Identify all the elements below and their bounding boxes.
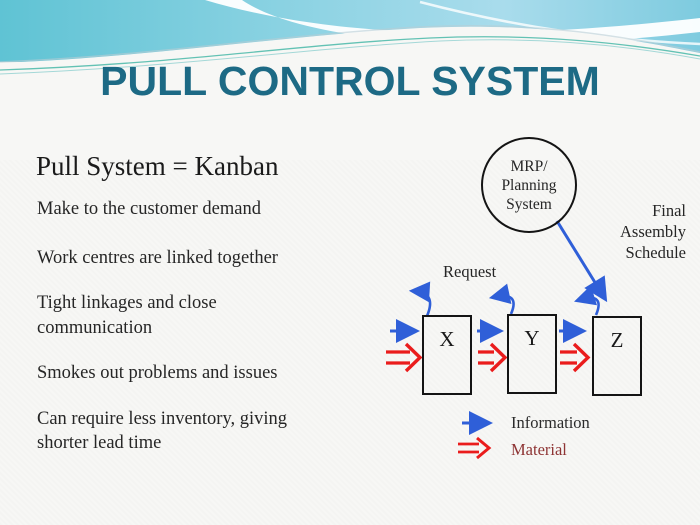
final-assembly-schedule-label: Final Assembly Schedule	[590, 200, 686, 263]
bullet-line-4: Smokes out problems and issues	[37, 363, 278, 383]
request-arrows	[408, 281, 600, 317]
bullet-line-5: Can require less inventory, giving	[37, 409, 288, 429]
header-wave-decoration	[0, 0, 700, 160]
request-label: Request	[443, 262, 497, 281]
thin-white-wave-line	[419, 0, 700, 46]
mrp-circle-line-3: System	[506, 195, 552, 213]
station-x-label: X	[439, 327, 455, 351]
bullet-line-3b: communication	[37, 318, 153, 338]
station-box-y: Y	[507, 314, 557, 394]
accent-green-line	[0, 36, 700, 71]
kanban-heading: Pull System = Kanban	[36, 151, 279, 181]
bullet-line-5b: shorter lead time	[37, 433, 162, 453]
station-box-z: Z	[592, 316, 642, 396]
request-arrow-y	[488, 283, 515, 315]
legend-information-label: Information	[511, 413, 590, 432]
station-box-x: X	[422, 315, 472, 395]
legend-material-label: Material	[511, 440, 567, 459]
final-assembly-line-1: Final	[652, 201, 686, 220]
bullet-line-3: Tight linkages and close	[37, 293, 217, 313]
bullet-line-1: Make to the customer demand	[37, 199, 261, 219]
request-arrow-z	[574, 285, 600, 316]
final-assembly-line-3: Schedule	[625, 243, 686, 262]
accent-teal-line	[0, 39, 700, 75]
material-arrow-x-to-y	[478, 342, 508, 373]
white-swoosh	[0, 26, 700, 160]
bullet-line-2: Work centres are linked together	[37, 248, 278, 268]
legend-material-arrow	[458, 436, 492, 460]
station-y-label: Y	[524, 326, 540, 350]
final-assembly-line-2: Assembly	[620, 222, 686, 241]
mrp-planning-circle: MRP/ Planning System	[481, 137, 577, 233]
request-arrow-x	[408, 281, 432, 317]
mrp-circle-line-1: MRP/	[510, 157, 548, 175]
station-z-label: Z	[610, 328, 624, 352]
material-arrow-y-to-z	[560, 342, 591, 373]
band-shadow-line	[0, 25, 700, 63]
material-arrow-into-x	[386, 342, 423, 373]
mrp-circle-line-2: Planning	[501, 176, 557, 194]
slide-title: PULL CONTROL SYSTEM	[100, 58, 600, 104]
